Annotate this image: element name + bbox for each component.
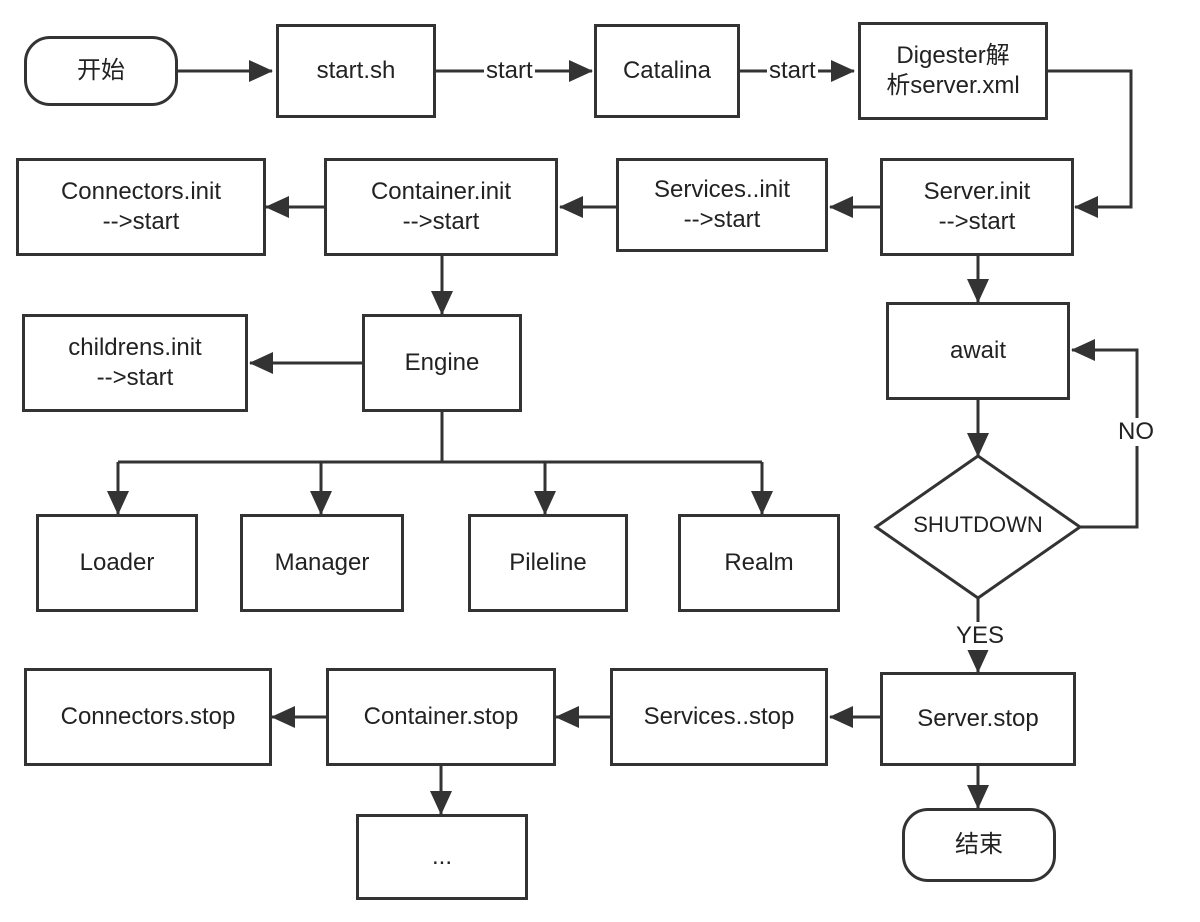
manager-label: Manager xyxy=(274,549,370,576)
childrens-init-line2: -->start xyxy=(96,364,174,391)
start-label: 开始 xyxy=(77,57,125,84)
start-sh-label: start.sh xyxy=(316,57,396,84)
engine-box: Engine xyxy=(362,314,522,412)
realm-label: Realm xyxy=(724,549,794,576)
server-stop-label: Server.stop xyxy=(917,705,1039,732)
container-stop-label: Container.stop xyxy=(363,703,519,730)
connectors-init-line1: Connectors.init xyxy=(60,178,222,205)
loader-box: Loader xyxy=(36,514,198,612)
shutdown-decision-diamond xyxy=(873,454,1083,600)
services-init-box: Services..init -->start xyxy=(616,158,828,252)
digester-box: Digester解 析server.xml xyxy=(858,22,1048,120)
start-sh-box: start.sh xyxy=(276,24,436,118)
childrens-init-box: childrens.init -->start xyxy=(22,314,248,412)
server-init-line1: Server.init xyxy=(923,178,1031,205)
container-init-line2: -->start xyxy=(402,208,480,235)
server-init-line2: -->start xyxy=(938,208,1016,235)
server-init-box: Server.init -->start xyxy=(880,158,1074,256)
connectors-stop-label: Connectors.stop xyxy=(60,703,236,730)
connectors-init-line2: -->start xyxy=(102,208,180,235)
services-init-line2: -->start xyxy=(683,206,761,233)
childrens-init-line1: childrens.init xyxy=(68,334,202,361)
edge-label-start-1: start xyxy=(484,57,535,85)
digester-label-line1: Digester解 xyxy=(896,42,1010,69)
end-label: 结束 xyxy=(955,831,1003,858)
server-stop-box: Server.stop xyxy=(880,672,1076,766)
shutdown-label: SHUTDOWN xyxy=(913,512,1043,537)
services-init-line1: Services..init xyxy=(653,176,791,203)
ellipsis-label: ... xyxy=(431,843,452,870)
await-label: await xyxy=(949,337,1007,364)
container-stop-box: Container.stop xyxy=(326,668,556,766)
catalina-label: Catalina xyxy=(622,57,712,84)
end-terminal: 结束 xyxy=(902,808,1056,882)
connectors-stop-box: Connectors.stop xyxy=(24,668,272,766)
digester-label-line2: 析server.xml xyxy=(886,72,1020,99)
pileline-label: Pileline xyxy=(509,549,587,576)
await-box: await xyxy=(886,302,1070,400)
start-terminal: 开始 xyxy=(24,36,178,106)
services-stop-box: Services..stop xyxy=(610,668,828,766)
realm-box: Realm xyxy=(678,514,840,612)
container-init-box: Container.init -->start xyxy=(324,158,558,256)
container-init-line1: Container.init xyxy=(370,178,512,205)
connectors-init-box: Connectors.init -->start xyxy=(16,158,266,256)
edge-label-start-2: start xyxy=(767,57,818,85)
engine-label: Engine xyxy=(404,349,480,376)
ellipsis-box: ... xyxy=(356,814,528,900)
edge-label-yes: YES xyxy=(954,622,1007,650)
manager-box: Manager xyxy=(240,514,404,612)
catalina-box: Catalina xyxy=(594,24,740,118)
pileline-box: Pileline xyxy=(468,514,628,612)
edge-label-no: NO xyxy=(1116,418,1156,446)
edge-digester-to-server-init xyxy=(1048,69,1133,218)
loader-label: Loader xyxy=(79,549,155,576)
services-stop-label: Services..stop xyxy=(643,703,795,730)
